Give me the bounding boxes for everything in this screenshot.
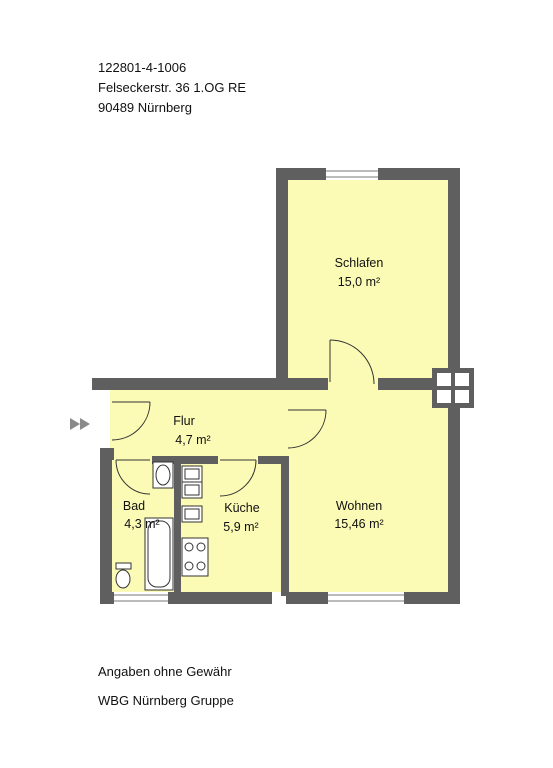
floor-wohnen: [287, 380, 448, 592]
disclaimer: Angaben ohne Gewähr: [98, 664, 232, 679]
room-area-bad: 4,3 m²: [124, 517, 159, 531]
stove: [181, 537, 209, 577]
room-name-wohnen: Wohnen: [336, 499, 382, 513]
company: WBG Nürnberg Gruppe: [98, 693, 234, 708]
floor-schlafen: [287, 180, 448, 380]
toilet: [115, 562, 132, 570]
room-area-schlafen: 15,0 m²: [338, 275, 380, 289]
shaft-block: [432, 368, 474, 408]
fixtures: [115, 461, 209, 591]
room-name-bad: Bad: [123, 499, 145, 513]
floor-areas: [110, 180, 448, 592]
room-area-wohnen: 15,46 m²: [334, 517, 383, 531]
floor-flur: [110, 390, 287, 456]
room-labels: Schlafen 15,0 m² Flur 4,7 m² Bad 4,3 m² …: [123, 256, 384, 534]
room-name-flur: Flur: [173, 414, 195, 428]
entrance-arrow-icon: [70, 418, 90, 430]
room-area-kueche: 5,9 m²: [223, 520, 258, 534]
doors: [111, 339, 375, 497]
walls: [92, 168, 460, 604]
room-name-schlafen: Schlafen: [335, 256, 384, 270]
object-id: 122801-4-1006: [98, 60, 187, 75]
room-area-flur: 4,7 m²: [175, 433, 210, 447]
address: Felseckerstr. 36 1.OG RE: [98, 80, 247, 95]
city: 90489 Nürnberg: [98, 100, 192, 115]
room-name-kueche: Küche: [224, 501, 259, 515]
